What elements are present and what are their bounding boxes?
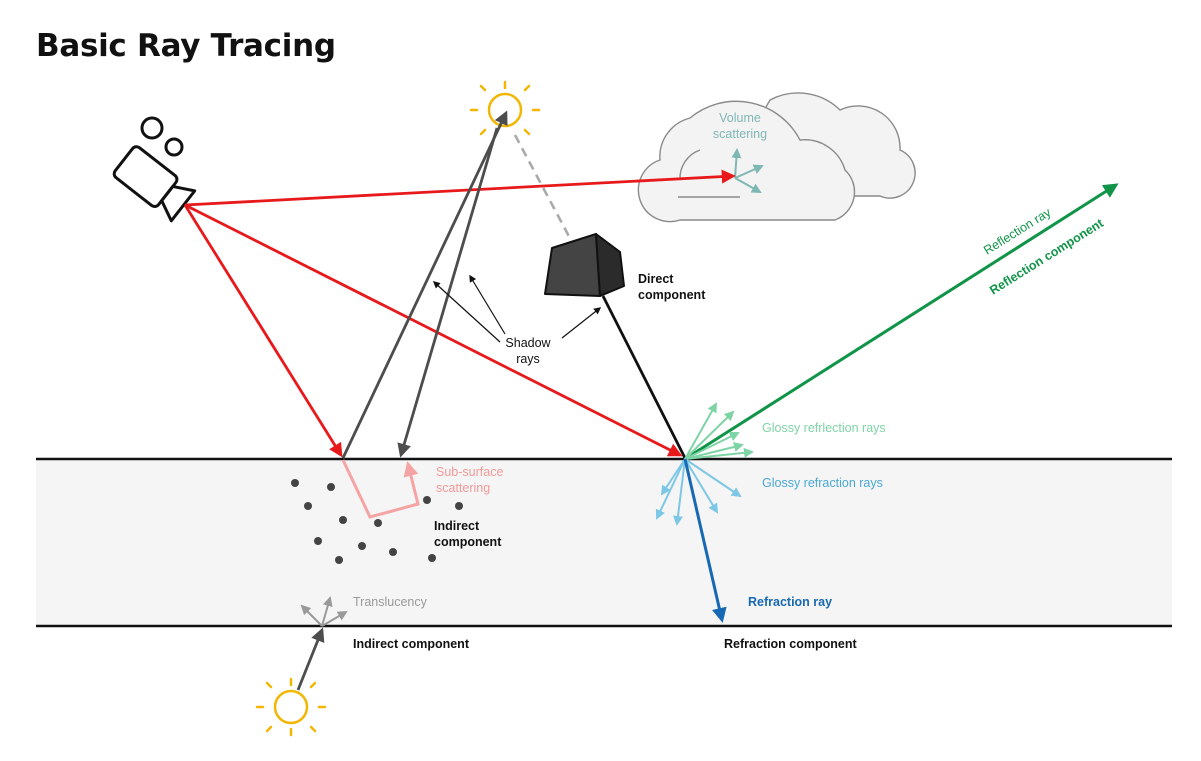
light-rays <box>296 110 508 691</box>
camera-rays <box>183 169 736 458</box>
refraction-component-label: Refraction component <box>724 637 857 651</box>
shadow-ray-pointers <box>432 274 602 343</box>
glossy-reflection-rays <box>684 402 754 460</box>
translucency-rays <box>300 596 348 627</box>
indirect-component-label-2: component <box>434 535 502 549</box>
volume-scattering-label-2: scattering <box>713 127 767 141</box>
glossy-reflection-label: Glossy refrlection rays <box>762 421 886 435</box>
subsurface-path <box>341 459 420 519</box>
page-title: Basic Ray Tracing <box>36 28 336 64</box>
reflection-ray <box>684 183 1119 461</box>
cloud-icon <box>637 92 916 223</box>
indirect-component-label: Indirect <box>434 519 480 533</box>
volume-scattering-label: Volume <box>719 111 761 125</box>
refraction-ray <box>683 458 727 623</box>
direct-component-line <box>601 295 687 459</box>
subsurface-label-2: scattering <box>436 481 490 495</box>
particle-dots <box>291 479 463 564</box>
glossy-refraction-label: Glossy refraction rays <box>762 476 883 490</box>
direct-component-label-2: component <box>638 288 706 302</box>
shadow-rays-label-2: rays <box>516 352 540 366</box>
translucency-label: Translucency <box>353 595 428 609</box>
box-object-icon <box>544 233 625 297</box>
refraction-ray-label: Refraction ray <box>748 595 832 609</box>
material-band <box>36 459 1172 626</box>
sun-icon-bottom <box>255 677 327 737</box>
blocked-shadow-ray <box>513 134 574 243</box>
glossy-refraction-rays <box>655 458 742 526</box>
shadow-rays-label: Shadow <box>505 336 551 350</box>
camera-icon <box>112 116 197 223</box>
subsurface-label: Sub-surface <box>436 465 503 479</box>
direct-component-label: Direct <box>638 272 674 286</box>
indirect-component-bottom-label: Indirect component <box>353 637 470 651</box>
sun-icon <box>469 80 541 136</box>
